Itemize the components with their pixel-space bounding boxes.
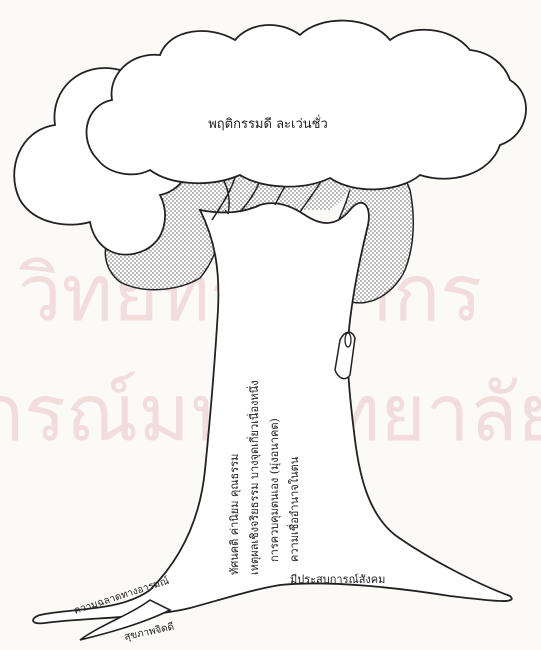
trunk-knot-hole	[345, 333, 351, 347]
base-label: มีประสบการณ์สังคม	[290, 573, 385, 586]
trunk-label-3: การควบคุมตนเอง (มุ่งอนาคต)	[268, 418, 281, 562]
canopy-cloud-right	[87, 21, 527, 190]
trunk-label-4: ความเชื่ออำนาจในตน	[286, 456, 301, 562]
trunk-label-2: เหตุผลเชิงจริยธรรม บางจุดเกี่ยวเนื่องหนึ…	[246, 380, 261, 575]
canopy-label: พฤติกรรมดี ละเว่นชั่ว	[208, 115, 328, 132]
trunk-label-1: ทัศนคติ ค่านิยม คุณธรรม	[228, 454, 241, 575]
